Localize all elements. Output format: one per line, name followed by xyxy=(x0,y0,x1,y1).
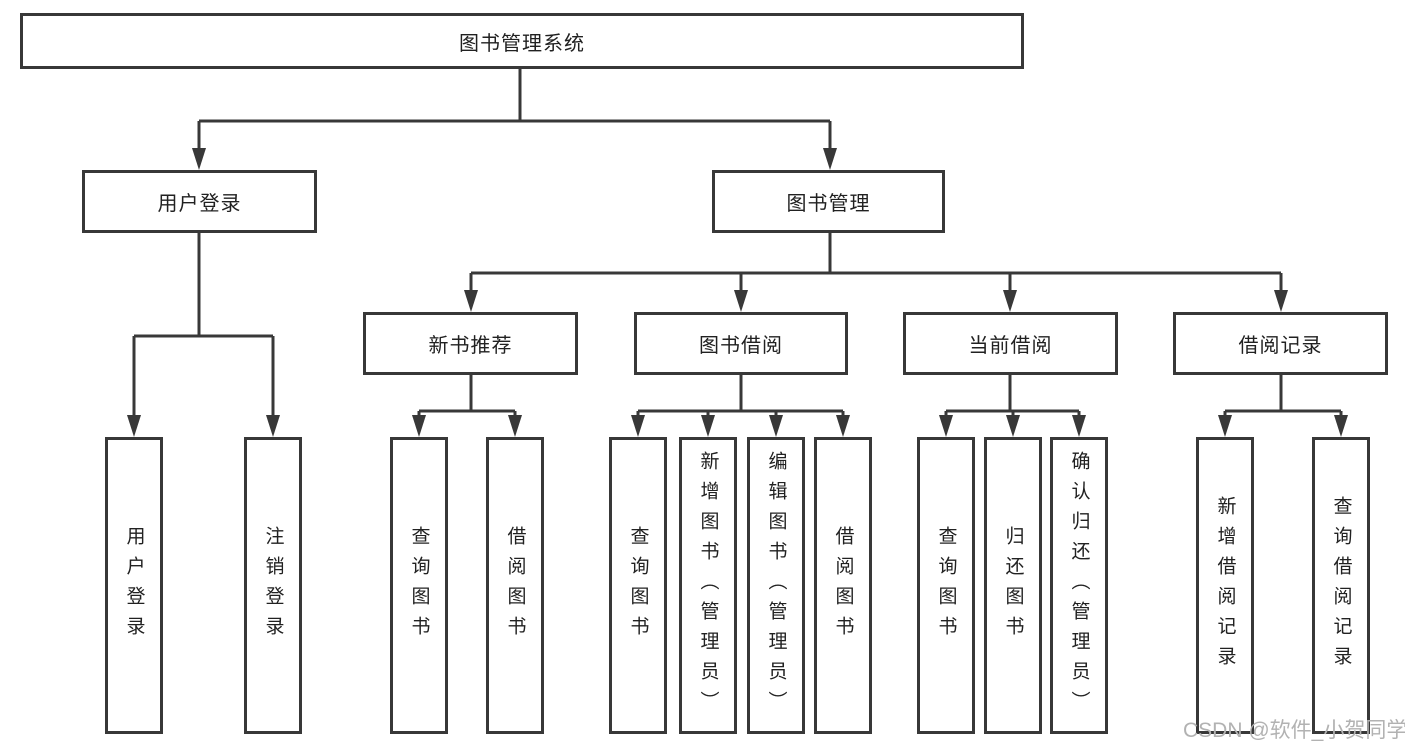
leaf-add-borrow-record-label: 新增借阅记录 xyxy=(1214,495,1236,676)
arrowhead-icon xyxy=(1274,290,1288,312)
node-current-borrowing: 当前借阅 xyxy=(903,312,1118,375)
leaf-add-book-admin-label: 新增图书（管理员） xyxy=(697,450,719,721)
arrowhead-icon xyxy=(769,415,783,437)
arrowhead-icon xyxy=(266,415,280,437)
arrowhead-icon xyxy=(1334,415,1348,437)
arrowhead-icon xyxy=(1218,415,1232,437)
node-new-book-recommend-label: 新书推荐 xyxy=(428,335,513,357)
leaf-logout-label: 注销登录 xyxy=(262,525,284,646)
arrowhead-icon xyxy=(823,148,837,170)
node-book-borrowing-label: 图书借阅 xyxy=(699,335,783,357)
leaf-borrow-books-label: 借阅图书 xyxy=(832,525,854,646)
leaf-query-books-recommend: 查询图书 xyxy=(390,437,448,734)
leaf-confirm-return-admin-label: 确认归还（管理员） xyxy=(1068,450,1090,721)
node-borrow-records-label: 借阅记录 xyxy=(1238,335,1323,357)
node-root-system: 图书管理系统 xyxy=(20,13,1024,69)
node-user-login-label: 用户登录 xyxy=(157,193,242,215)
leaf-borrow-books: 借阅图书 xyxy=(814,437,872,734)
node-book-management-branch: 图书管理 xyxy=(712,170,945,233)
arrowhead-icon xyxy=(1072,415,1086,437)
node-borrow-records: 借阅记录 xyxy=(1173,312,1388,375)
leaf-query-books-current-label: 查询图书 xyxy=(935,525,957,646)
arrowhead-icon xyxy=(631,415,645,437)
arrowhead-icon xyxy=(734,290,748,312)
leaf-query-books-recommend-label: 查询图书 xyxy=(408,525,430,646)
connector-path xyxy=(132,69,1343,418)
leaf-query-books-borrowing-label: 查询图书 xyxy=(627,525,649,646)
leaf-add-borrow-record: 新增借阅记录 xyxy=(1196,437,1254,734)
node-current-borrowing-label: 当前借阅 xyxy=(968,335,1053,357)
arrowhead-icon xyxy=(1003,290,1017,312)
arrowhead-icon xyxy=(192,148,206,170)
csdn-watermark: CSDN @软件_小贺同学 xyxy=(1183,719,1405,742)
leaf-user-login: 用户登录 xyxy=(105,437,163,734)
leaf-logout: 注销登录 xyxy=(244,437,302,734)
leaf-user-login-label: 用户登录 xyxy=(123,525,145,646)
arrowhead-icon xyxy=(412,415,426,437)
leaf-edit-book-admin-label: 编辑图书（管理员） xyxy=(765,450,787,721)
arrowhead-icon xyxy=(464,290,478,312)
node-root-label: 图书管理系统 xyxy=(459,32,585,55)
leaf-query-borrow-record-label: 查询借阅记录 xyxy=(1330,495,1352,676)
arrowhead-icon xyxy=(127,415,141,437)
leaf-query-borrow-record: 查询借阅记录 xyxy=(1312,437,1370,734)
node-new-book-recommend: 新书推荐 xyxy=(363,312,578,375)
node-book-borrowing: 图书借阅 xyxy=(634,312,848,375)
leaf-return-books-label: 归还图书 xyxy=(1002,525,1024,646)
arrowhead-icon xyxy=(508,415,522,437)
leaf-query-books-borrowing: 查询图书 xyxy=(609,437,667,734)
leaf-borrow-books-recommend: 借阅图书 xyxy=(486,437,544,734)
leaf-return-books: 归还图书 xyxy=(984,437,1042,734)
leaf-query-books-current: 查询图书 xyxy=(917,437,975,734)
leaf-borrow-books-recommend-label: 借阅图书 xyxy=(504,525,526,646)
leaf-confirm-return-admin: 确认归还（管理员） xyxy=(1050,437,1108,734)
arrowhead-icon xyxy=(939,415,953,437)
node-book-management-label: 图书管理 xyxy=(786,193,871,215)
leaf-add-book-admin: 新增图书（管理员） xyxy=(679,437,737,734)
node-user-login-branch: 用户登录 xyxy=(82,170,317,233)
leaf-edit-book-admin: 编辑图书（管理员） xyxy=(747,437,805,734)
arrowhead-icon xyxy=(836,415,850,437)
arrowhead-icon xyxy=(701,415,715,437)
arrowhead-icon xyxy=(1006,415,1020,437)
